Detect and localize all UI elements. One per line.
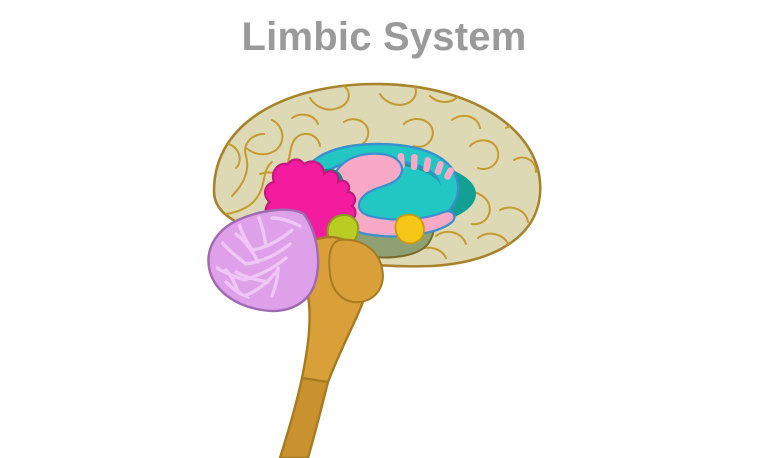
spinal-cord xyxy=(278,376,330,458)
mammillary-body xyxy=(394,213,425,245)
page-title: Limbic System xyxy=(241,15,527,59)
cerebellum xyxy=(207,208,320,313)
arbor-vitae xyxy=(215,214,302,300)
brainstem xyxy=(278,235,384,458)
